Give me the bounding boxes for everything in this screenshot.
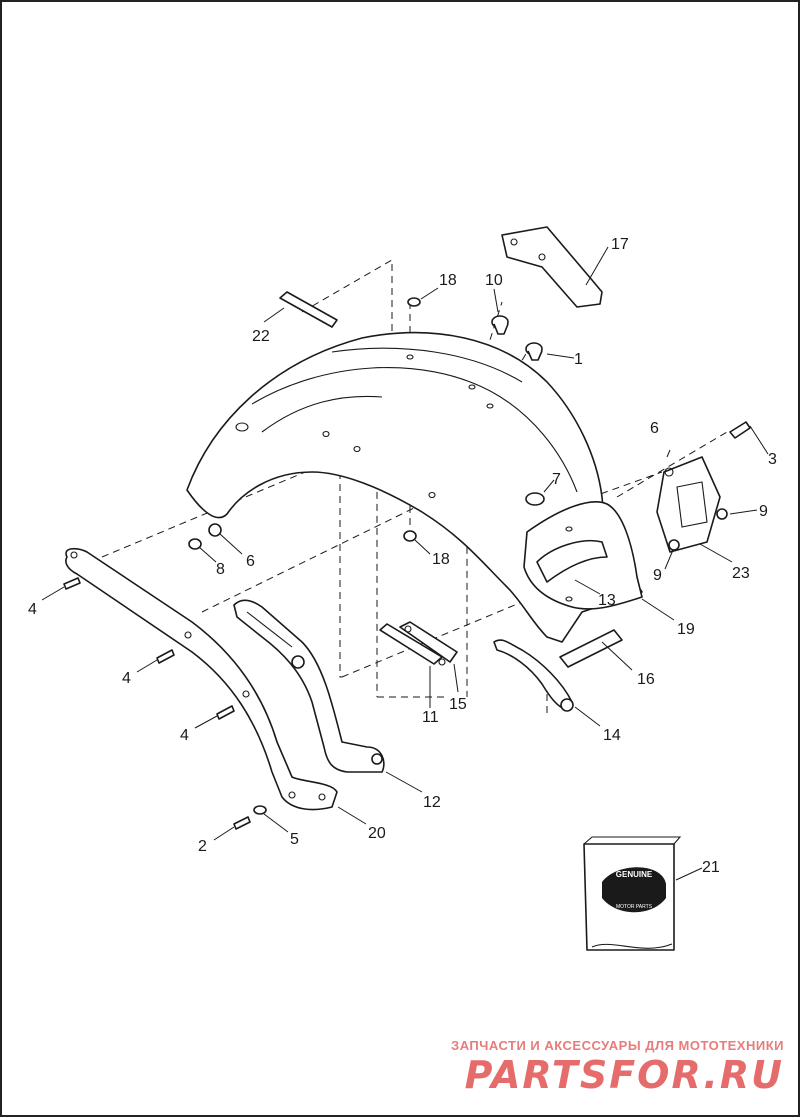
leader-lines xyxy=(41,246,769,881)
callout-9-lower: 9 xyxy=(653,567,662,584)
screws-washers xyxy=(63,523,267,830)
callout-11: 11 xyxy=(422,709,439,726)
callout-22: 22 xyxy=(252,328,270,345)
callout-2: 2 xyxy=(198,838,207,855)
plate-17 xyxy=(501,226,603,308)
strut-12 xyxy=(233,599,385,773)
callout-4-upper: 4 xyxy=(28,601,37,618)
genuine-parts-box: GENUINE MOTOR PARTS xyxy=(583,836,682,951)
callout-5: 5 xyxy=(290,831,299,848)
callout-6-washer: 6 xyxy=(246,553,255,570)
callout-labels: 1 2 3 4 4 4 5 6 6 7 8 9 9 10 11 12 13 14… xyxy=(28,236,777,876)
callout-8: 8 xyxy=(216,561,225,578)
strip-22 xyxy=(279,291,338,328)
watermark-brand: PARTSFOR.RU xyxy=(464,1053,784,1097)
taillight-housing xyxy=(523,501,643,610)
callout-4-middle: 4 xyxy=(122,670,131,687)
strut-20 xyxy=(65,547,338,811)
callout-17: 17 xyxy=(611,236,629,253)
callout-16: 16 xyxy=(637,671,655,688)
support-14-16 xyxy=(493,629,623,712)
callout-21: 21 xyxy=(702,859,720,876)
callout-12: 12 xyxy=(423,794,441,811)
bracket-23 xyxy=(656,421,751,553)
callout-23: 23 xyxy=(732,565,750,582)
callout-13: 13 xyxy=(598,592,616,609)
watermark-tagline: ЗАПЧАСТИ И АКСЕССУАРЫ ДЛЯ МОТОТЕХНИКИ xyxy=(451,1038,784,1053)
callout-20: 20 xyxy=(368,825,386,842)
callout-14: 14 xyxy=(603,727,621,744)
callout-9-right: 9 xyxy=(759,503,768,520)
callout-18-lower: 18 xyxy=(432,551,450,568)
callout-18-upper: 18 xyxy=(439,272,457,289)
badge-top-text: GENUINE xyxy=(616,870,653,879)
callout-4-lower: 4 xyxy=(180,727,189,744)
callout-19: 19 xyxy=(677,621,695,638)
callout-7: 7 xyxy=(552,471,561,488)
watermark: ЗАПЧАСТИ И АКСЕССУАРЫ ДЛЯ МОТОТЕХНИКИ PA… xyxy=(451,1038,784,1097)
callout-3: 3 xyxy=(768,451,777,468)
callout-15: 15 xyxy=(449,696,467,713)
badge-bottom-text: MOTOR PARTS xyxy=(616,904,653,910)
callout-1: 1 xyxy=(574,351,583,368)
brackets-11-15 xyxy=(379,621,458,666)
callout-6-bracket: 6 xyxy=(650,420,659,437)
fasteners-top xyxy=(403,297,545,542)
callout-10: 10 xyxy=(485,272,503,289)
